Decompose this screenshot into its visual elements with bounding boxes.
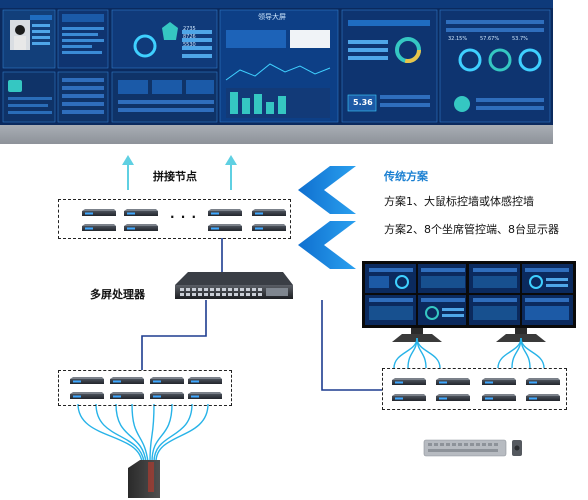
device-module xyxy=(482,394,516,401)
device-module xyxy=(82,224,116,231)
device-module xyxy=(124,209,158,216)
chevron-arrows xyxy=(298,166,356,269)
processor-label: 多屏处理器 xyxy=(90,288,145,301)
device-module xyxy=(392,394,426,401)
video-wall-screen xyxy=(0,0,553,144)
wall-big-number: 5.36 xyxy=(353,98,373,107)
wall-number: 32.15% xyxy=(448,36,468,42)
node-label: 拼接节点 xyxy=(153,170,197,183)
multi-screen-processor xyxy=(175,272,293,299)
device-module xyxy=(70,377,104,384)
device-module xyxy=(110,392,144,399)
wall-number: 2735 xyxy=(183,26,196,32)
monitor-left xyxy=(362,261,472,342)
input-group-box xyxy=(58,370,232,406)
device-module xyxy=(436,394,470,401)
wall-number: 5530 xyxy=(183,42,196,48)
device-module xyxy=(188,392,222,399)
chevron-left-icon xyxy=(298,166,356,214)
wall-number: 8726 xyxy=(183,34,196,40)
device-module xyxy=(70,392,104,399)
device-module xyxy=(392,378,426,385)
device-module xyxy=(150,377,184,384)
keyboard xyxy=(423,439,507,457)
device-module xyxy=(208,224,242,231)
seat-group-box xyxy=(382,368,567,410)
traditional-title: 传统方案 xyxy=(384,170,428,183)
wall-title: 领导大屏 xyxy=(258,13,286,21)
pc-cables xyxy=(77,403,209,463)
device-modules xyxy=(70,209,560,401)
connection-lines xyxy=(141,238,382,391)
device-module xyxy=(110,377,144,384)
device-module xyxy=(252,209,286,216)
device-module xyxy=(436,378,470,385)
upward-arrows xyxy=(122,155,237,190)
device-module xyxy=(82,209,116,216)
video-wall-bezel xyxy=(0,125,553,144)
device-module xyxy=(188,377,222,384)
speaker-icon xyxy=(512,440,522,456)
device-module xyxy=(150,392,184,399)
device-module xyxy=(526,394,560,401)
wall-number: 57.67% xyxy=(480,36,500,42)
monitor-cables xyxy=(393,337,545,369)
chevron-left-icon xyxy=(298,221,356,269)
scheme2-text: 方案2、8个坐席管控端、8台显示器 xyxy=(384,223,559,236)
device-module xyxy=(482,378,516,385)
pc-tower xyxy=(128,460,160,498)
device-module xyxy=(124,224,158,231)
device-module xyxy=(526,378,560,385)
wall-number: 53.7% xyxy=(512,36,528,42)
node-group-box xyxy=(58,199,291,239)
scheme1-text: 方案1、大鼠标控墙或体感控墙 xyxy=(384,195,534,208)
device-module xyxy=(252,224,286,231)
monitor-right xyxy=(466,261,576,342)
device-module xyxy=(208,209,242,216)
ellipsis: · · · xyxy=(170,210,198,224)
